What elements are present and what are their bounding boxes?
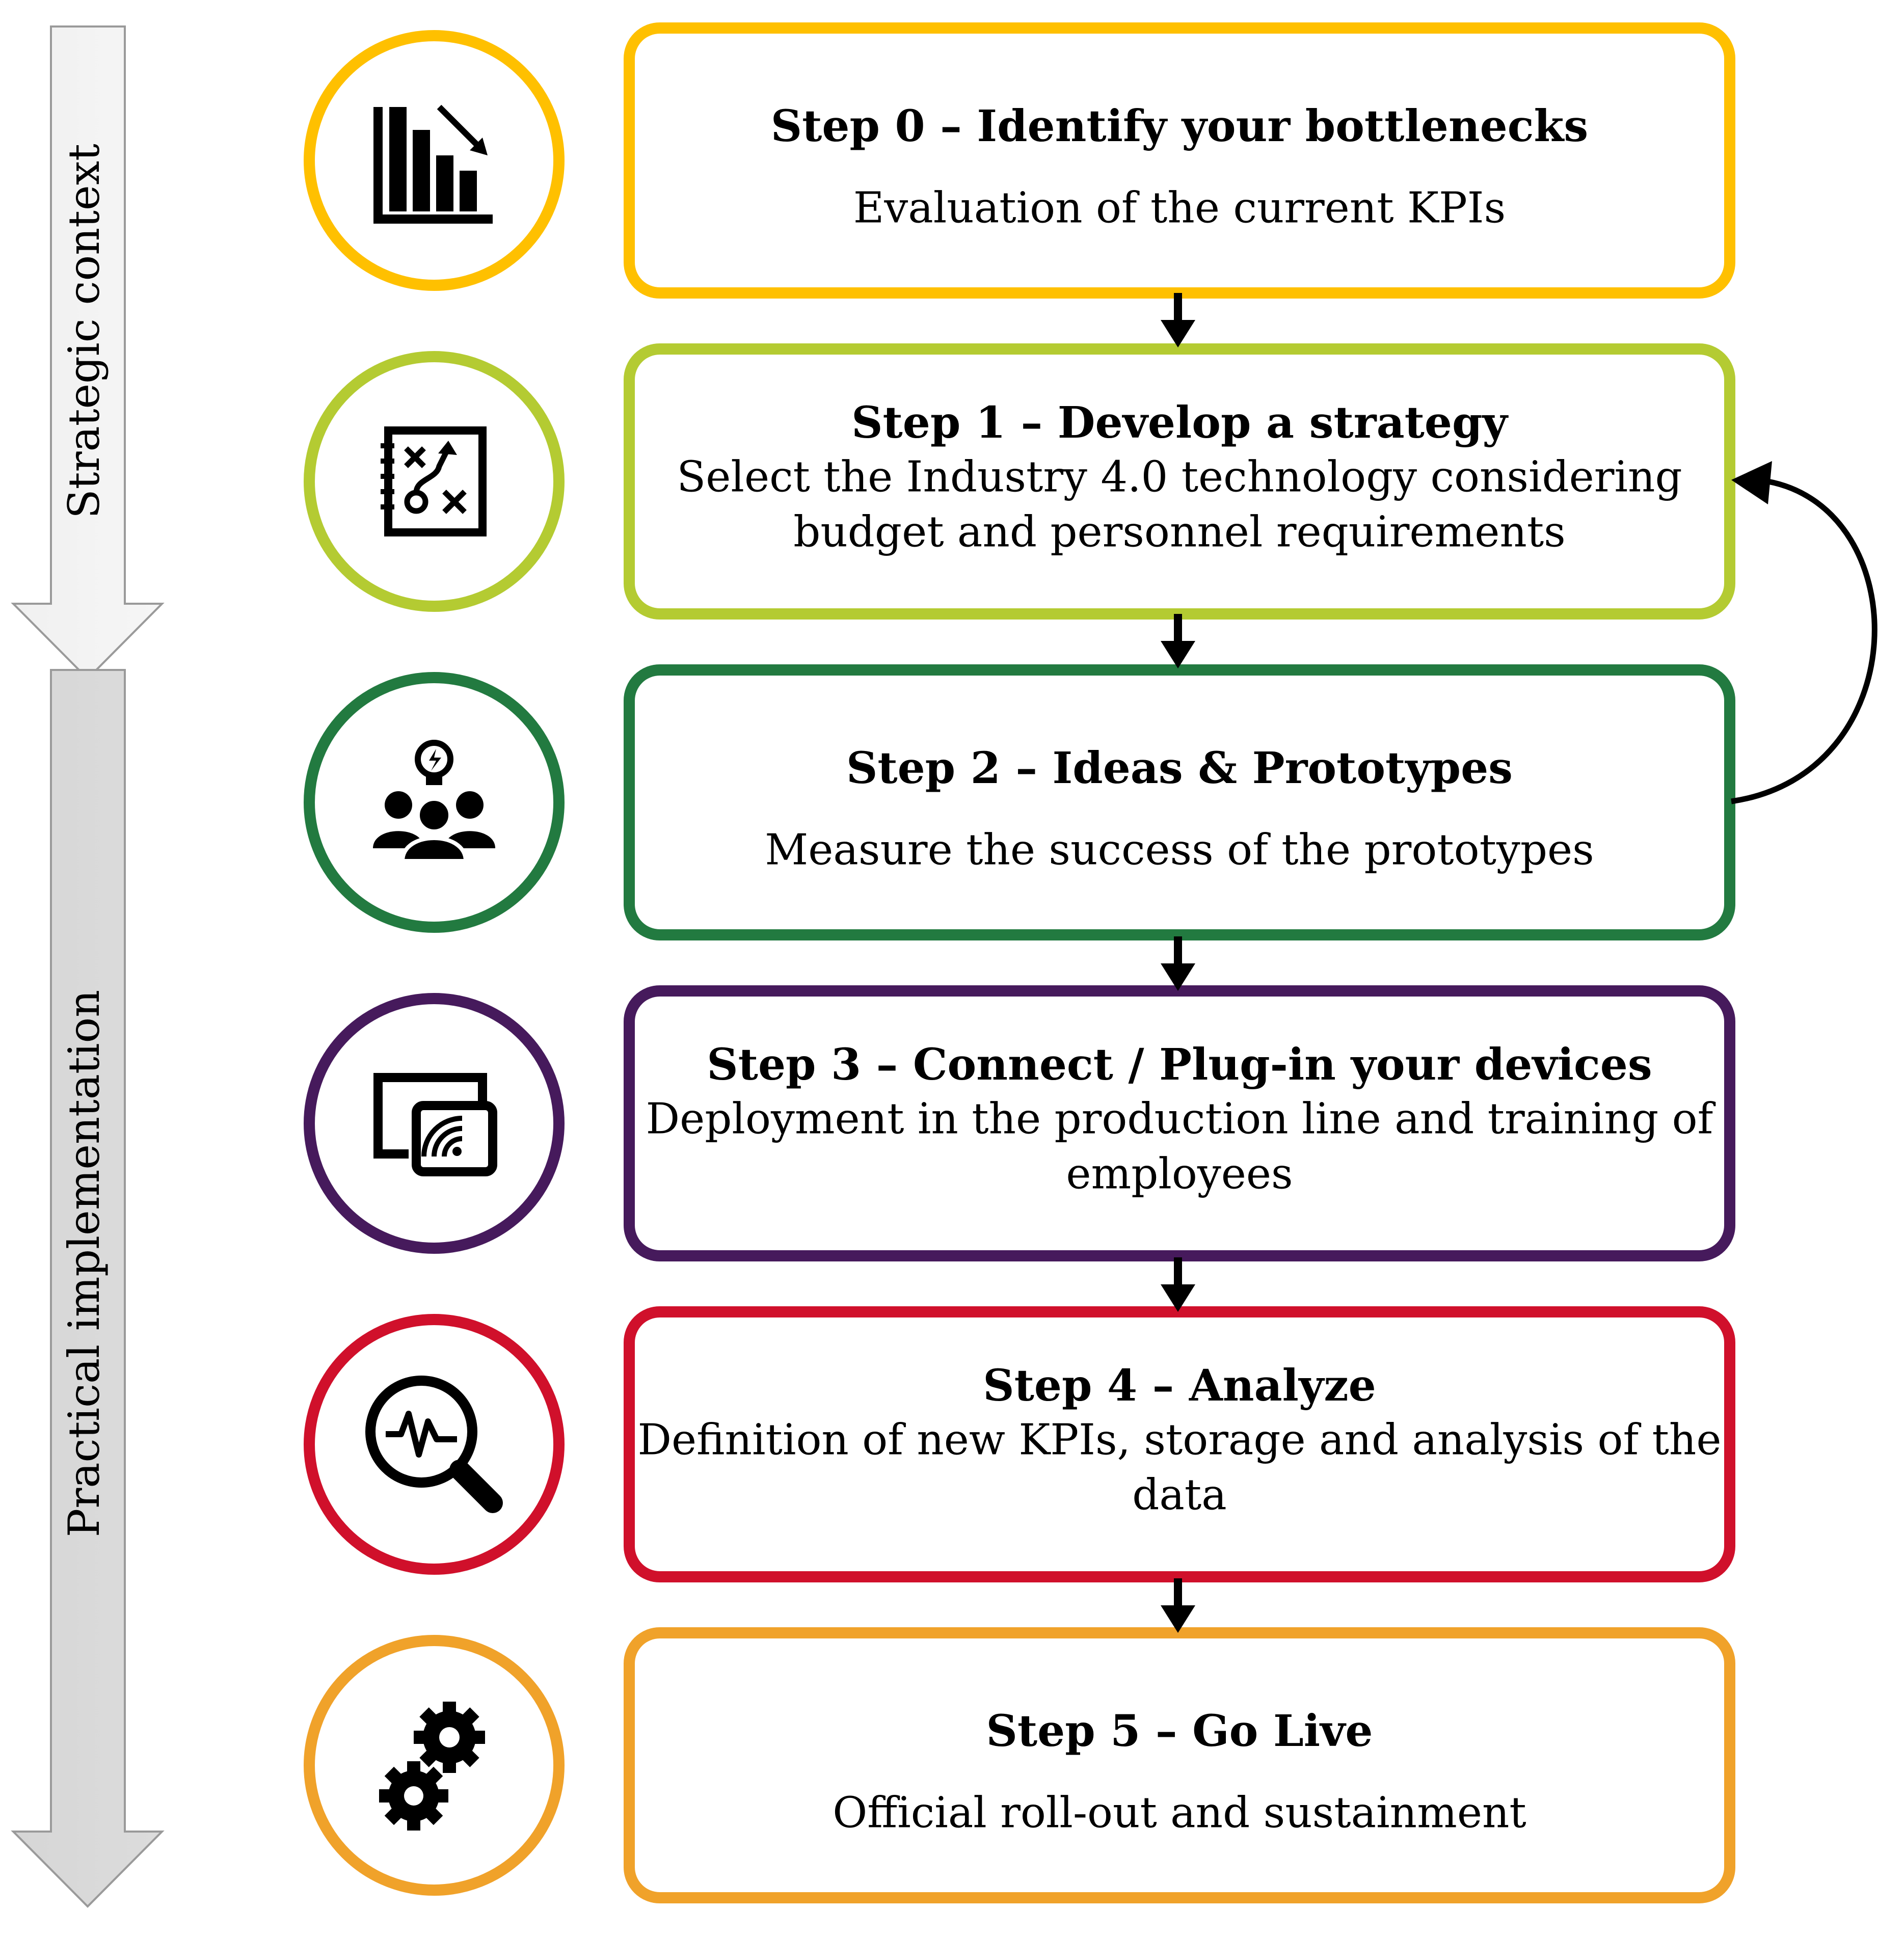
practical-implementation-arrow: Practical implementation	[11, 669, 165, 1908]
practical-implementation-label: Practical implementation	[59, 990, 109, 1538]
step-description: Definition of new KPIs, storage and anal…	[638, 1415, 1722, 1465]
flow-arrow-4-5	[1161, 1578, 1195, 1633]
wireless-devices-icon	[304, 993, 565, 1254]
step-description: budget and personnel requirements	[793, 507, 1566, 557]
strategic-context-arrow: Strategic context	[11, 25, 165, 680]
step-description: Select the Industry 4.0 technology consi…	[677, 452, 1682, 502]
flow-arrow-2-3	[1161, 936, 1195, 991]
step-description: employees	[1066, 1149, 1293, 1199]
step-description: Official roll-out and sustainment	[833, 1788, 1526, 1838]
bar-chart-decline-icon	[304, 30, 565, 291]
feedback-loop-arrow	[1731, 461, 1878, 804]
step-description: data	[1132, 1470, 1226, 1520]
team-idea-icon	[304, 672, 565, 933]
step-description: Evaluation of the current KPIs	[853, 183, 1506, 233]
step-title: Step 2 – Ideas & Prototypes	[846, 743, 1513, 794]
step-title: Step 1 – Develop a strategy	[851, 397, 1509, 448]
step-description: Deployment in the production line and tr…	[646, 1094, 1716, 1144]
analyze-magnifier-icon	[304, 1314, 565, 1575]
step-box	[624, 985, 1735, 1261]
step-box	[624, 664, 1735, 940]
step-0: Step 0 – Identify your bottlenecksEvalua…	[304, 22, 1735, 299]
step-box	[624, 1306, 1735, 1582]
step-box	[624, 1627, 1735, 1903]
step-description: Measure the success of the prototypes	[765, 825, 1594, 875]
flow-arrow-3-4	[1161, 1257, 1195, 1312]
strategic-context-label: Strategic context	[59, 144, 109, 519]
strategy-plan-icon	[304, 351, 565, 612]
step-title: Step 5 – Go Live	[986, 1706, 1373, 1757]
step-title: Step 4 – Analyze	[983, 1360, 1376, 1411]
step-title: Step 0 – Identify your bottlenecks	[771, 101, 1588, 152]
flow-arrows	[1161, 293, 1195, 1633]
flow-arrow-0-1	[1161, 293, 1195, 347]
step-3: Step 3 – Connect / Plug-in your devicesD…	[304, 985, 1735, 1261]
step-title: Step 3 – Connect / Plug-in your devices	[707, 1039, 1652, 1090]
flow-arrow-1-2	[1161, 614, 1195, 668]
gears-icon	[304, 1635, 565, 1896]
step-box	[624, 22, 1735, 299]
